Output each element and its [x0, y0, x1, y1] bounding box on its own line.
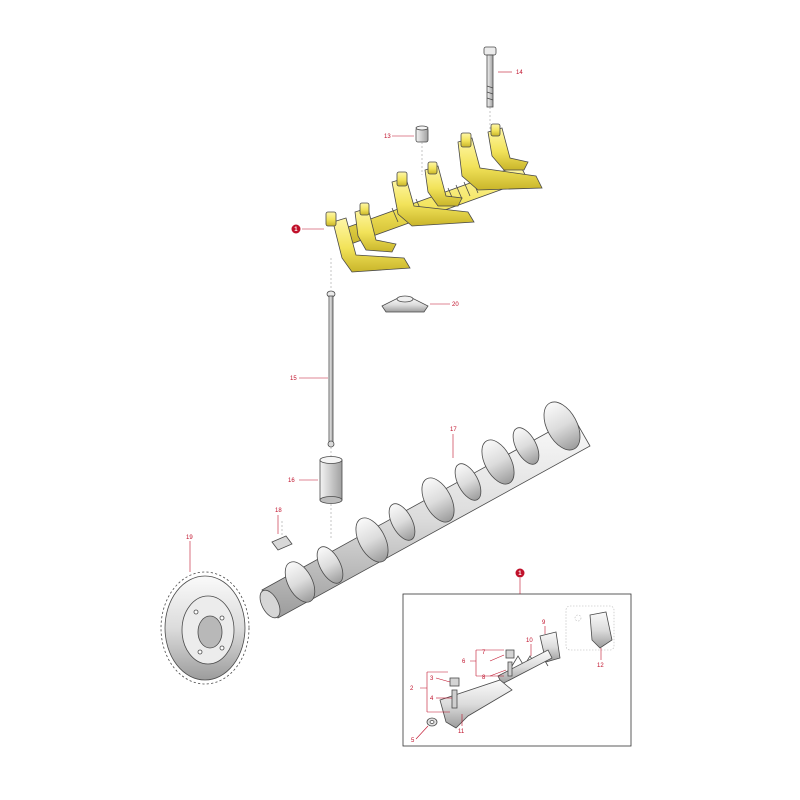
cam-gear-part-19 [160, 571, 250, 685]
callout-6: 6 [462, 659, 466, 665]
callout-1-inset: 1 [518, 571, 522, 577]
rocker-arm-assembly [325, 123, 543, 290]
callout-11: 11 [458, 729, 465, 735]
bolt-part-14 [483, 46, 497, 140]
callout-2: 2 [410, 686, 414, 692]
callout-7: 7 [482, 650, 486, 656]
callout-14: 14 [516, 70, 523, 76]
callout-12: 12 [597, 663, 604, 669]
key-part-18 [271, 520, 293, 551]
callout-9: 9 [542, 620, 546, 626]
callout-10: 10 [526, 638, 533, 644]
callout-4: 4 [430, 696, 434, 702]
camshaft-part-17 [259, 401, 591, 619]
callout-1-top: 1 [294, 227, 298, 233]
callout-1-badge-top [291, 224, 301, 234]
leader-lines [189, 71, 602, 740]
callout-19: 19 [186, 535, 193, 541]
callout-labels: 14 13 1 20 15 16 17 18 19 1 9 12 10 7 6 … [186, 70, 604, 744]
callout-20: 20 [452, 302, 459, 308]
callout-3: 3 [430, 676, 434, 682]
callout-8: 8 [482, 675, 486, 681]
callout-1-badge-inset [515, 568, 525, 578]
inset-detail-box [402, 593, 632, 747]
callout-17: 17 [450, 427, 457, 433]
sleeve-part-13 [415, 125, 429, 175]
callout-13: 13 [384, 134, 391, 140]
push-rod-part-15 [326, 290, 336, 458]
callout-18: 18 [275, 508, 282, 514]
callout-16: 16 [288, 478, 295, 484]
tappet-part-16 [319, 456, 343, 540]
cam-lobes [284, 401, 581, 603]
callout-5: 5 [411, 738, 415, 744]
bracket-part-20 [381, 295, 429, 313]
callout-15: 15 [290, 376, 297, 382]
